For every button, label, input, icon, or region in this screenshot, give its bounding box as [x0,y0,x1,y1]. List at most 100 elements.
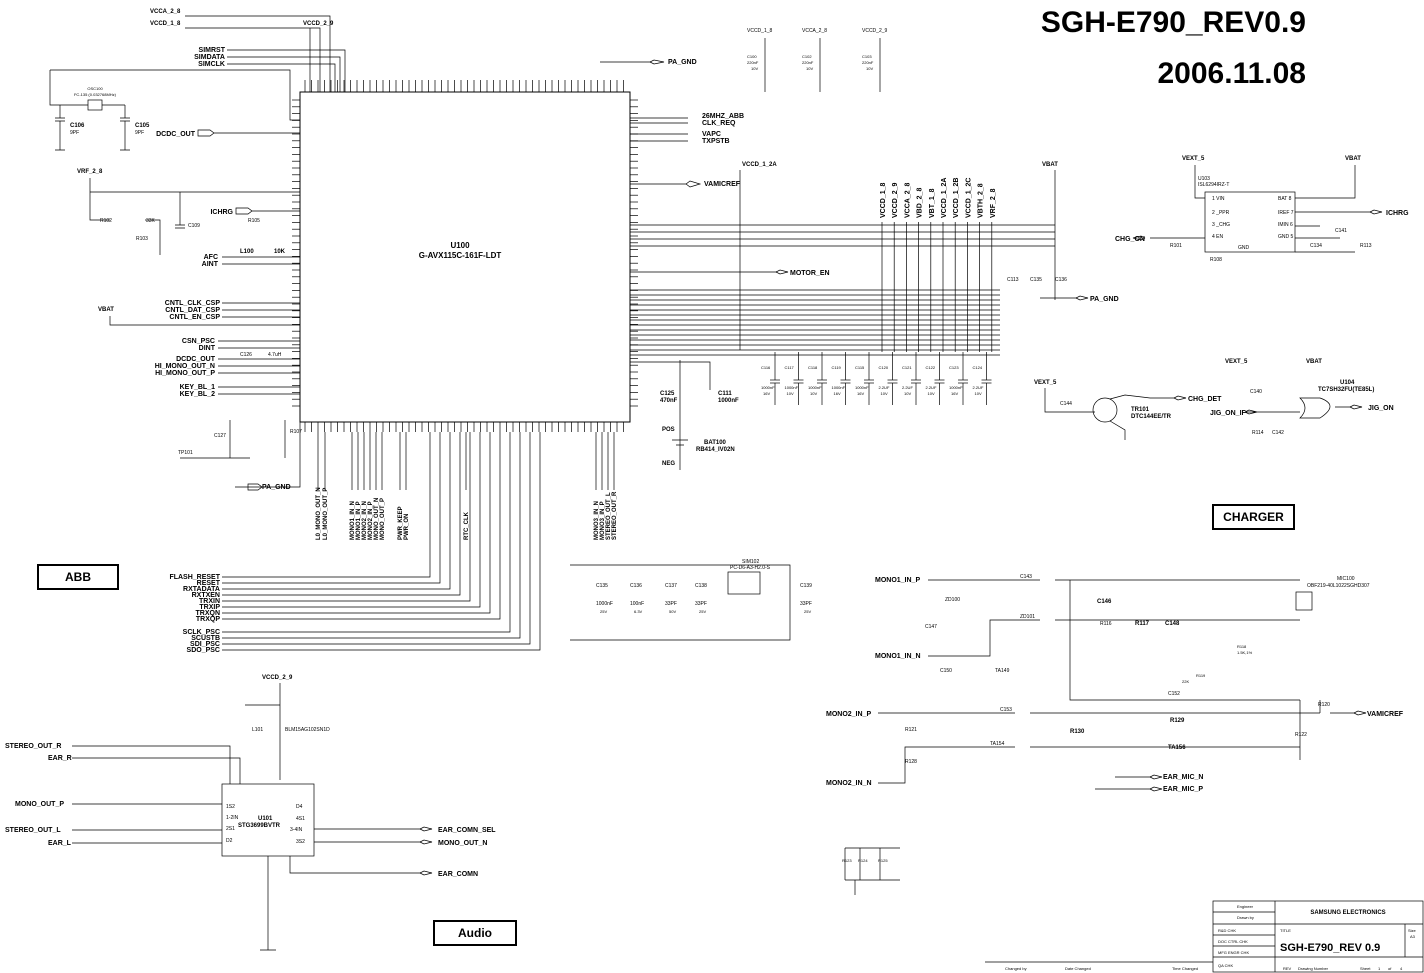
ctrl-net-label: SDO_PSC [187,647,220,654]
decoupling-cap-volt: 10V [928,391,935,396]
decoupling-cap-volt: 16V [951,391,958,396]
mic100-part: OBF219-40L1022SGHD307 [1307,583,1370,589]
r102-ref: R102 [100,218,112,224]
decoupling-cap-volt: 16V [763,391,770,396]
vertical-rail-label: VBD_2_8 [917,188,924,218]
vertical-rail-label: VCCD_1_2A [941,178,948,218]
ctrl-net-label: SDI_PSC [190,641,220,648]
c143-ref: C148 [1165,621,1180,627]
ctrl-net-wire [222,432,511,633]
decoupling-cap-ref: C115 [855,365,865,370]
battery: C125 470nF C111 1000nF POS NEG BAT100 RB… [630,360,739,470]
svg-text:D4: D4 [296,804,303,810]
u100-ref: U100 [450,241,470,250]
charger-section: VEXT_5 VBAT U103 ISL6294IRZ-T 1 VIN 2 _P… [1115,156,1409,263]
sim-cap-val: 1000nF [596,601,613,607]
decoupling-cap-ref: C119 [832,365,842,370]
bottom-net-label: MONO_OUT_N [374,498,380,540]
c140-ref: C146 [1097,599,1112,605]
decoupling-cap-val: 2.2UF [902,385,913,390]
tb-row-mfg: MFG ENGR CHK [1218,950,1249,955]
decoupling-cap-volt: 10V [975,391,982,396]
decoupling-cap-volt: 10V [881,391,888,396]
sim-cap-ref: C137 [665,583,677,589]
u101-ref: U101 [258,816,273,822]
l101-part: BLM15AG102SN1D [285,727,330,733]
c127-ref: R107 [290,429,302,435]
ctrl-net-label: TRXIN [199,598,220,605]
top-cap-rail-label: VCCA_2_8 [802,28,827,34]
osc100-part: FC-135 (0.032768MHz) [74,92,117,97]
top-decoupling-caps: VCCD_1_8C100220nF10VVCCA_2_8C102220nF10V… [747,28,888,92]
sim-cap-volt: 6.3V [634,609,643,614]
c125-ref: C111 [718,391,732,397]
c109-ref: C109 [188,223,200,229]
net-ear-mic-n: EAR_MIC_N [1163,774,1203,781]
decoupling-cap-ref: C124 [973,365,983,370]
bat-neg: NEG [662,461,675,467]
net-mono2-in-p: MONO2_IN_P [826,711,871,718]
net-vamicref-mic: VAMICREF [1367,711,1404,718]
c150-ref: R130 [1070,729,1085,735]
ctrl-net-label: RXTXEN [192,592,220,599]
tb-footer-sheet-num: 1 [1378,966,1381,971]
tp101-label: TP101 [178,450,193,456]
bottom-net-label: PWR_ON [404,514,410,540]
c142-ref: R117 [1135,621,1150,627]
c113-ref: C136 [1055,277,1067,283]
vertical-rail-label: VRF_2_8 [990,188,997,218]
tb-footer-rev: REV [1283,966,1292,971]
rail-vbat-jig: VBAT [1306,359,1322,365]
r107-val: 470nF [660,398,678,404]
sim-cap-volt: 25V [600,609,607,614]
net-mono2-in-n: MONO2_IN_N [826,780,872,787]
dcdc-out-net: DCDC_OUT [156,129,300,138]
svg-text:D2: D2 [226,838,233,844]
sim-cap-ref: C135 [596,583,608,589]
title-block: Engineer Drawn by R&D CHK DOC CTRL CHK M… [985,900,1424,973]
r103-ref: R103 [136,236,148,242]
rail-vccd18-label: VCCD_1_8 [150,21,181,27]
svg-text:4 EN: 4 EN [1212,234,1224,240]
svg-text:IMIN 6: IMIN 6 [1278,222,1293,228]
net-pa-gnd-top: PA_GND [668,59,697,66]
ctrl-net-wire [222,432,451,590]
c153-ref: R128 [905,759,917,765]
r120-ref: TA156 [1168,745,1186,751]
r114-ref: R116 [1100,621,1112,627]
r105-ref: R105 [248,218,260,224]
rail-vccd29-label: VCCD_2_9 [303,21,334,27]
r108-ref: C142 [1272,430,1284,436]
bottom-net-label: PWR_KEEP [398,506,404,540]
tb-row-qa: QA CHK [1218,963,1233,968]
net-ichrg-chg: ICHRG [1386,210,1409,217]
schematic-date: 2006.11.08 [1158,57,1307,90]
c126-ref: C127 [214,433,226,439]
top-cap-volt: 10V [806,66,813,71]
cntl-nets: CNTL_CLK_CSP CNTL_DAT_CSP CNTL_EN_CSP VB… [98,300,300,326]
r102-val: 33K [146,218,156,224]
charger-block-label: CHARGER [1212,504,1295,530]
tr101-ref: TR101 [1131,407,1150,413]
r155-ref: C144 [1060,401,1072,407]
decoupling-cap-val: 1000nF [808,385,822,390]
svg-text:R123: R123 [842,858,852,863]
decoupling-cap-ref: C123 [949,365,959,370]
net-afc: AFC [204,254,218,261]
sim-cap-volt: 25V [699,609,706,614]
top-cap-ref: C100 [747,54,757,59]
r118-ref: R129 [1170,718,1185,724]
u100-right-pins [630,99,638,407]
net-cntl-clk: CNTL_CLK_CSP [165,300,221,307]
sim-cap-ref: C139 [800,583,812,589]
net-simrst: SIMRST [199,47,226,54]
ctrl-net-wire [222,432,521,639]
sim102-ref: SIM102 [742,559,759,565]
charger-label: CHARGER [1223,510,1284,524]
bottom-resistors: R123 R124 R125 [842,847,900,895]
r151-ref: R108 [1210,257,1222,263]
net-ear-comn: EAR_COMN [438,871,478,878]
ctrl-net-wire [222,432,491,614]
